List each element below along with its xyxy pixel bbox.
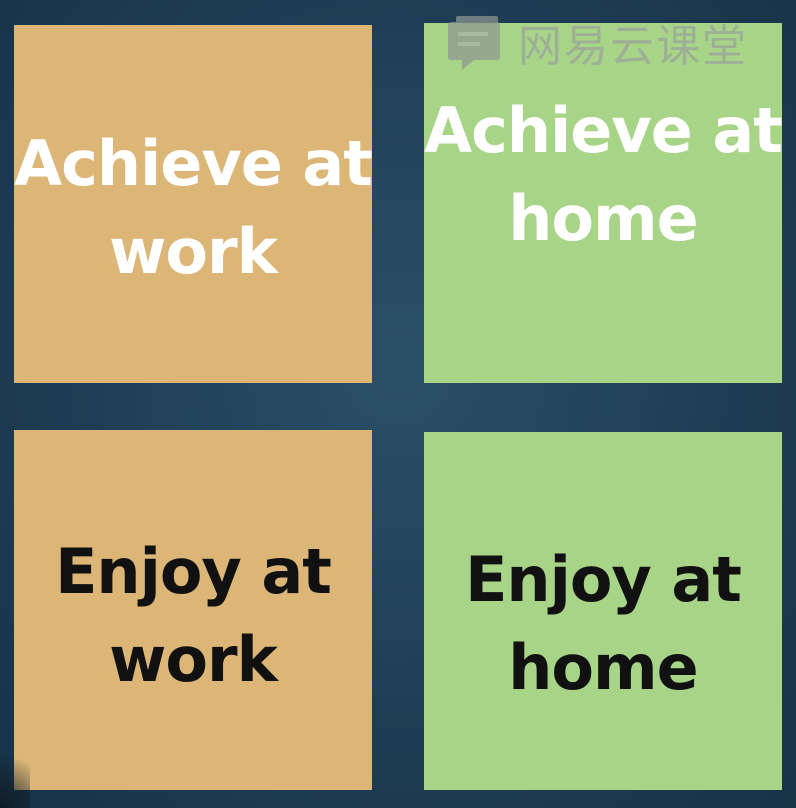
book-logo-icon	[448, 16, 500, 70]
tile-label: Achieve at home	[424, 94, 783, 255]
tile-achieve-at-work: Achieve at work	[14, 25, 373, 383]
watermark: 网易云课堂	[446, 10, 748, 74]
tile-label: Enjoy at work	[55, 535, 332, 696]
tile-enjoy-at-work: Enjoy at work	[14, 430, 372, 790]
watermark-text: 网易云课堂	[518, 21, 748, 72]
corner-shadow	[0, 738, 30, 808]
tile-label: Enjoy at home	[465, 543, 742, 704]
tile-achieve-at-home: Achieve at home	[424, 23, 783, 383]
tile-enjoy-at-home: Enjoy at home	[424, 432, 782, 790]
tile-label: Achieve at work	[14, 127, 373, 288]
